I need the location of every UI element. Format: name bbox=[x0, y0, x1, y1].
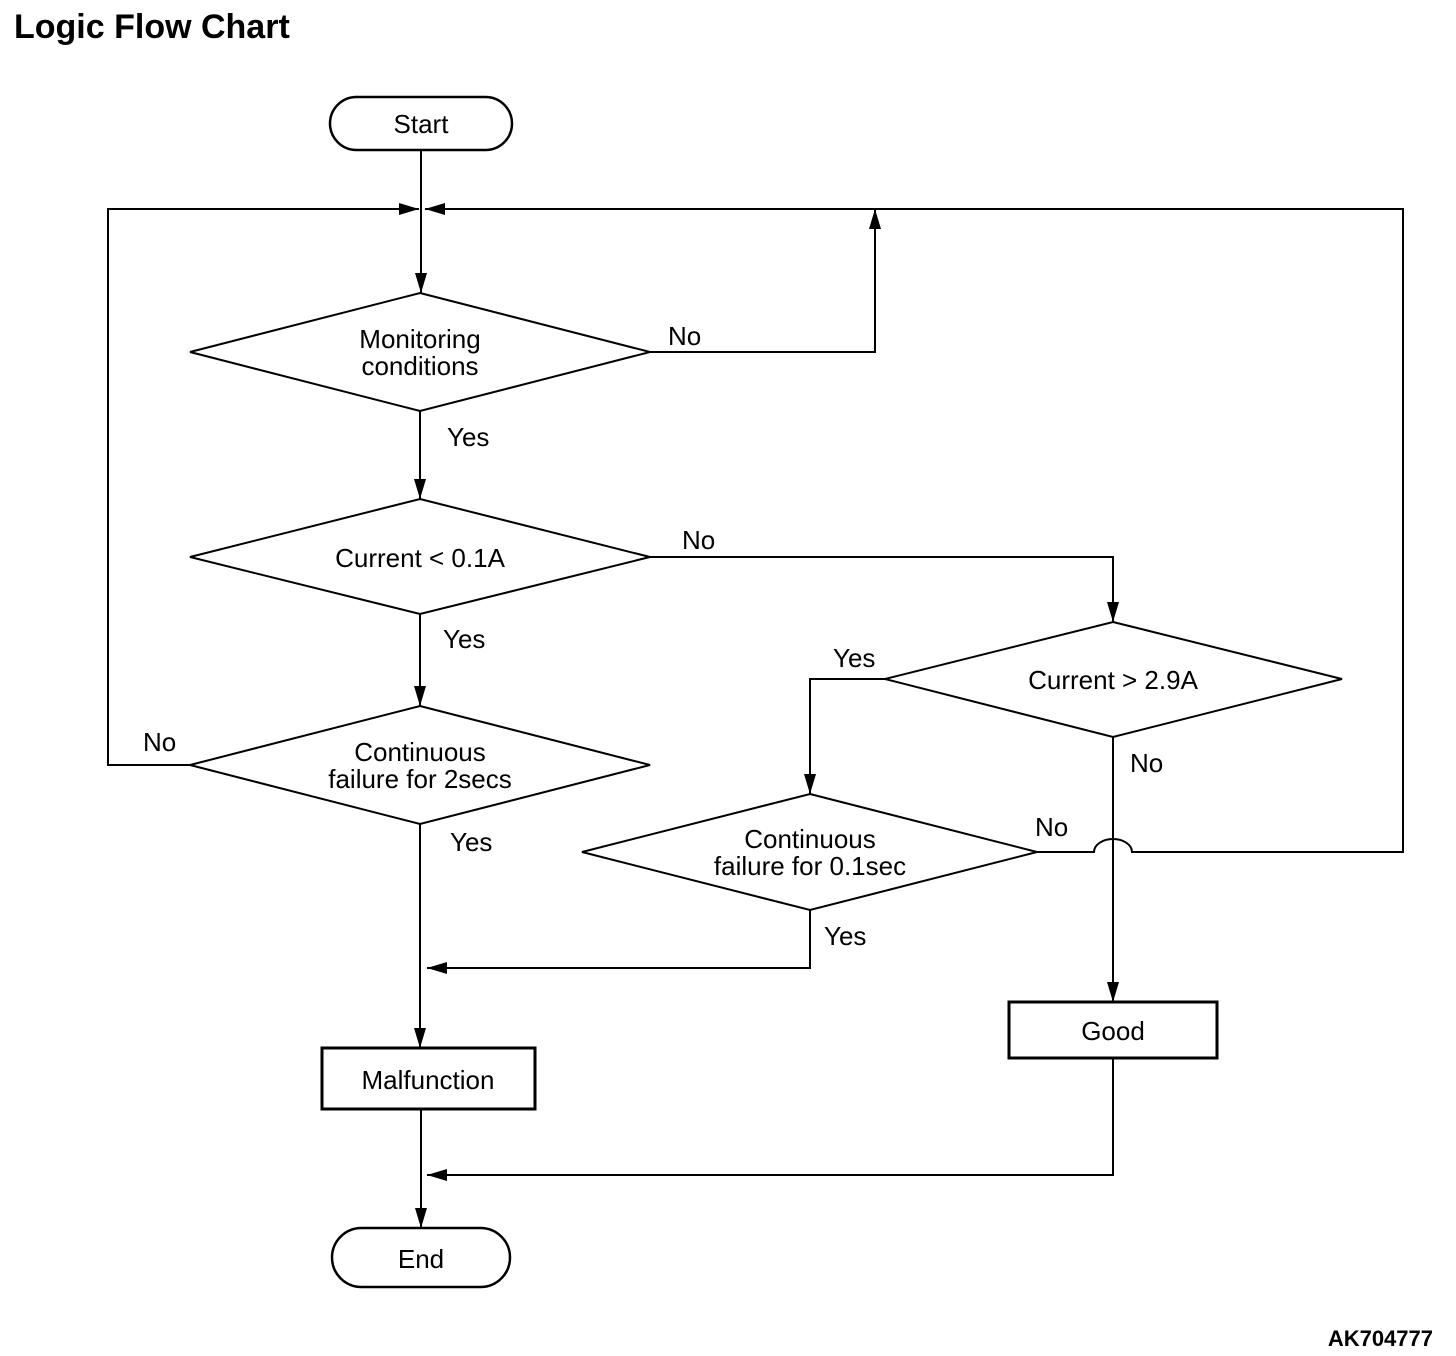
edge-fail-01sec-no-loop bbox=[425, 203, 1404, 853]
edge-monitoring-no bbox=[650, 209, 881, 353]
figure-code: AK704777 bbox=[1328, 1326, 1433, 1351]
terminator-start-label: Start bbox=[394, 109, 450, 139]
edge-fail-01sec-yes bbox=[427, 910, 811, 974]
decision-continuous-failure-2secs-label-line1: Continuous bbox=[354, 737, 486, 767]
edge-current-high-yes bbox=[804, 678, 885, 794]
edge-label-current-high-yes: Yes bbox=[833, 643, 875, 673]
decision-current-below-0-1a-label: Current < 0.1A bbox=[335, 543, 505, 573]
decision-continuous-failure-0-1sec-label-line2: failure for 0.1sec bbox=[714, 851, 906, 881]
edge-label-fail-2secs-yes: Yes bbox=[450, 827, 492, 857]
decision-current-above-2-9a bbox=[884, 620, 1343, 739]
process-malfunction-label: Malfunction bbox=[362, 1065, 495, 1095]
decision-current-above-2-9a-label: Current > 2.9A bbox=[1028, 665, 1198, 695]
decision-continuous-failure-2secs bbox=[189, 704, 651, 826]
decision-continuous-failure-0-1sec-label-line1: Continuous bbox=[744, 824, 876, 854]
edge-fail-2secs-no-loop bbox=[107, 203, 419, 766]
edge-good-to-end bbox=[427, 1058, 1114, 1181]
decision-continuous-failure-0-1sec bbox=[581, 792, 1038, 912]
edge-label-current-low-no: No bbox=[682, 525, 715, 555]
decision-monitoring-conditions-label-line2: conditions bbox=[361, 351, 478, 381]
edge-label-monitoring-yes: Yes bbox=[447, 422, 489, 452]
edge-label-monitoring-no: No bbox=[668, 321, 701, 351]
terminator-end-label: End bbox=[398, 1244, 444, 1274]
edge-label-current-high-no: No bbox=[1130, 748, 1163, 778]
decision-monitoring-conditions bbox=[189, 291, 651, 413]
decision-continuous-failure-2secs-label-line2: failure for 2secs bbox=[328, 764, 512, 794]
edge-label-current-low-yes: Yes bbox=[443, 624, 485, 654]
edge-label-fail-01sec-yes: Yes bbox=[824, 921, 866, 951]
process-good-label: Good bbox=[1081, 1016, 1145, 1046]
terminator-end bbox=[330, 1226, 512, 1289]
process-malfunction bbox=[320, 1046, 537, 1111]
edge-current-low-no bbox=[650, 556, 1119, 622]
edge-label-fail-01sec-no: No bbox=[1035, 812, 1068, 842]
edge-label-fail-2secs-no: No bbox=[143, 727, 176, 757]
terminator-start bbox=[328, 95, 514, 152]
decision-monitoring-conditions-label-line1: Monitoring bbox=[359, 324, 480, 354]
decision-current-below-0-1a bbox=[189, 497, 651, 616]
process-good bbox=[1007, 1000, 1219, 1060]
page-title: Logic Flow Chart bbox=[14, 8, 290, 46]
